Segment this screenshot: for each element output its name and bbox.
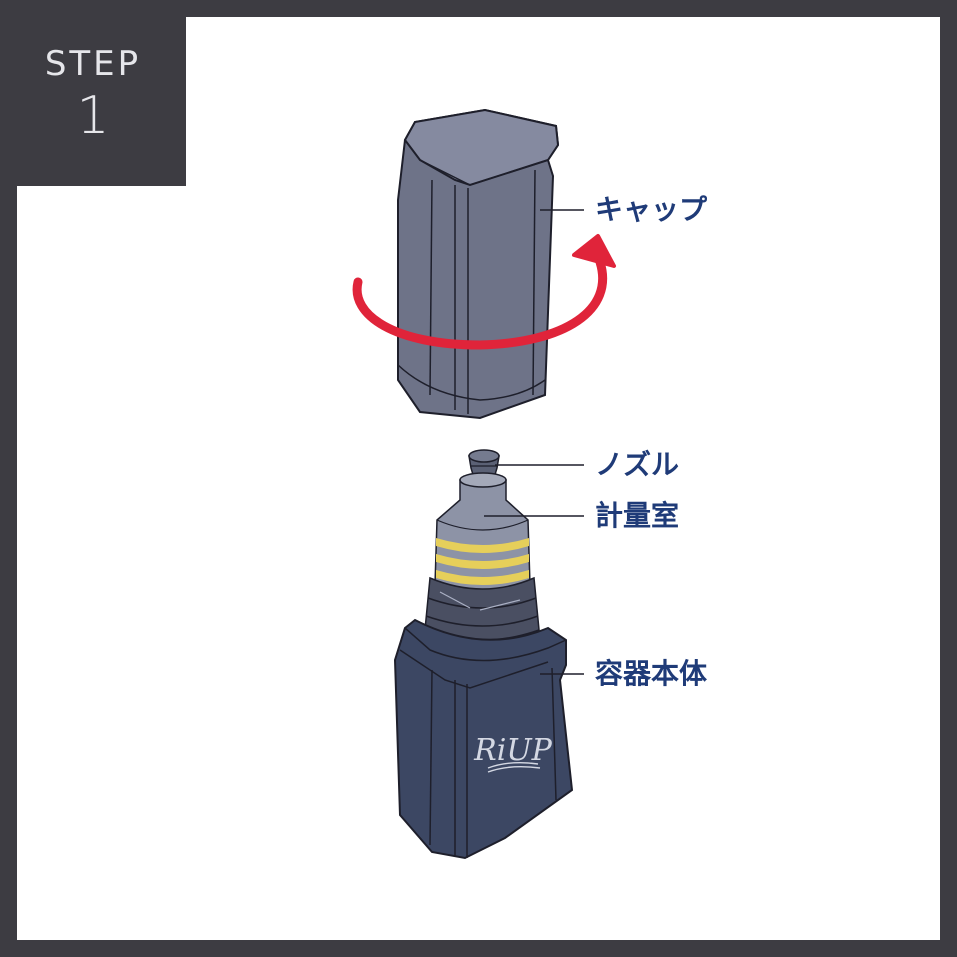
bottle-neck-threads [423, 576, 541, 651]
step-number: 1 [76, 86, 110, 146]
nozzle [468, 449, 500, 479]
step-label: STEP [44, 44, 142, 84]
nozzle-label: ノズル [595, 448, 680, 481]
step-badge: STEP 1 [0, 0, 186, 186]
container-body: RiUP [393, 618, 574, 860]
container-body-label: 容器本体 [595, 657, 708, 690]
brand-logo: RiUP [473, 733, 552, 768]
rotate-arrow-icon [352, 234, 616, 350]
cap-label: キャップ [595, 193, 708, 226]
measuring-chamber [434, 472, 531, 594]
measuring-chamber-label: 計量室 [595, 499, 680, 532]
cap [397, 108, 560, 420]
